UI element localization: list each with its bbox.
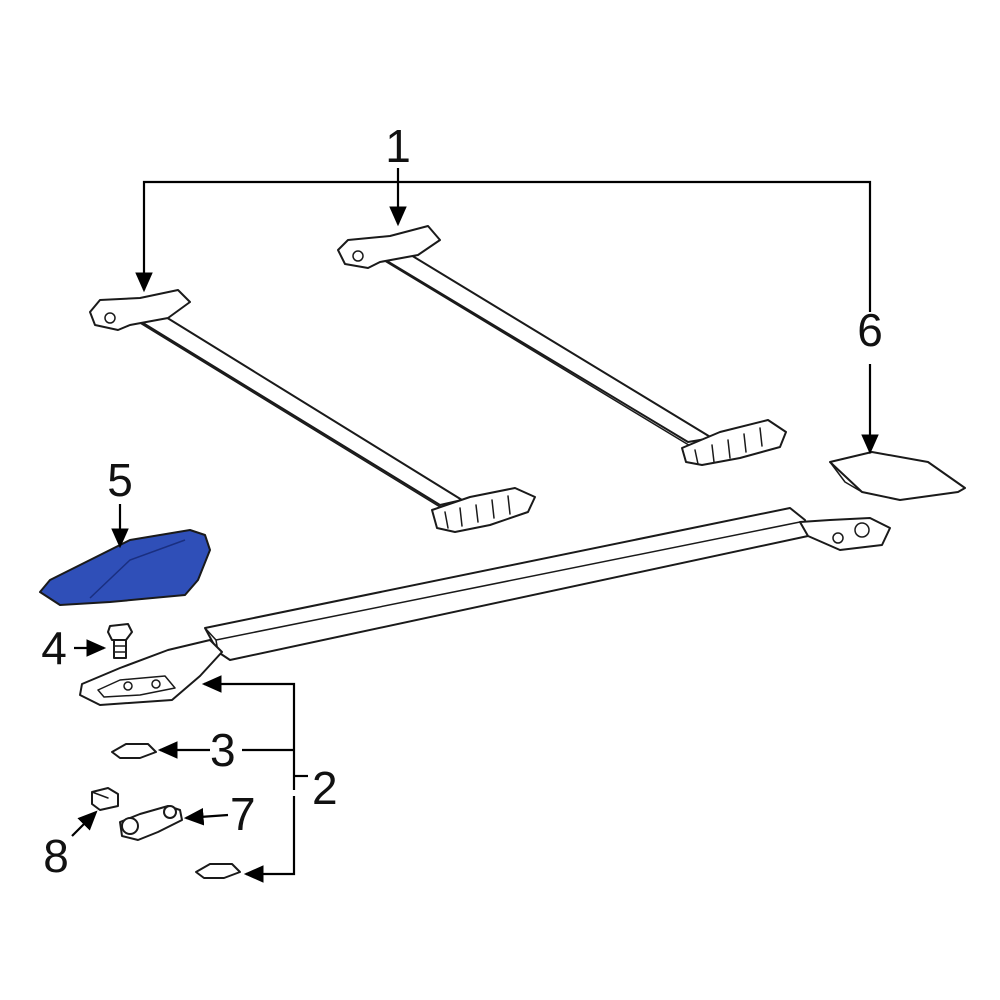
pad-part-3-lower[interactable]	[195, 863, 241, 879]
rear-cross-bar[interactable]	[337, 225, 787, 466]
pad-part-3[interactable]	[111, 743, 157, 759]
rear-cover[interactable]	[829, 451, 966, 501]
callout-1: 1	[385, 120, 411, 172]
callout-8: 8	[43, 830, 69, 882]
callout-6: 6	[857, 304, 883, 356]
callout-5: 5	[107, 454, 133, 506]
leader-lines	[71, 168, 879, 883]
clip[interactable]	[91, 787, 119, 811]
side-rail[interactable]	[79, 507, 891, 706]
front-cover-highlighted[interactable]	[39, 529, 211, 606]
front-cross-bar[interactable]	[89, 289, 536, 533]
callout-4: 4	[41, 622, 67, 674]
callout-7: 7	[230, 788, 256, 840]
callout-3: 3	[210, 724, 236, 776]
callout-2: 2	[312, 762, 338, 814]
bolt[interactable]	[107, 623, 133, 659]
bracket[interactable]	[119, 805, 183, 841]
